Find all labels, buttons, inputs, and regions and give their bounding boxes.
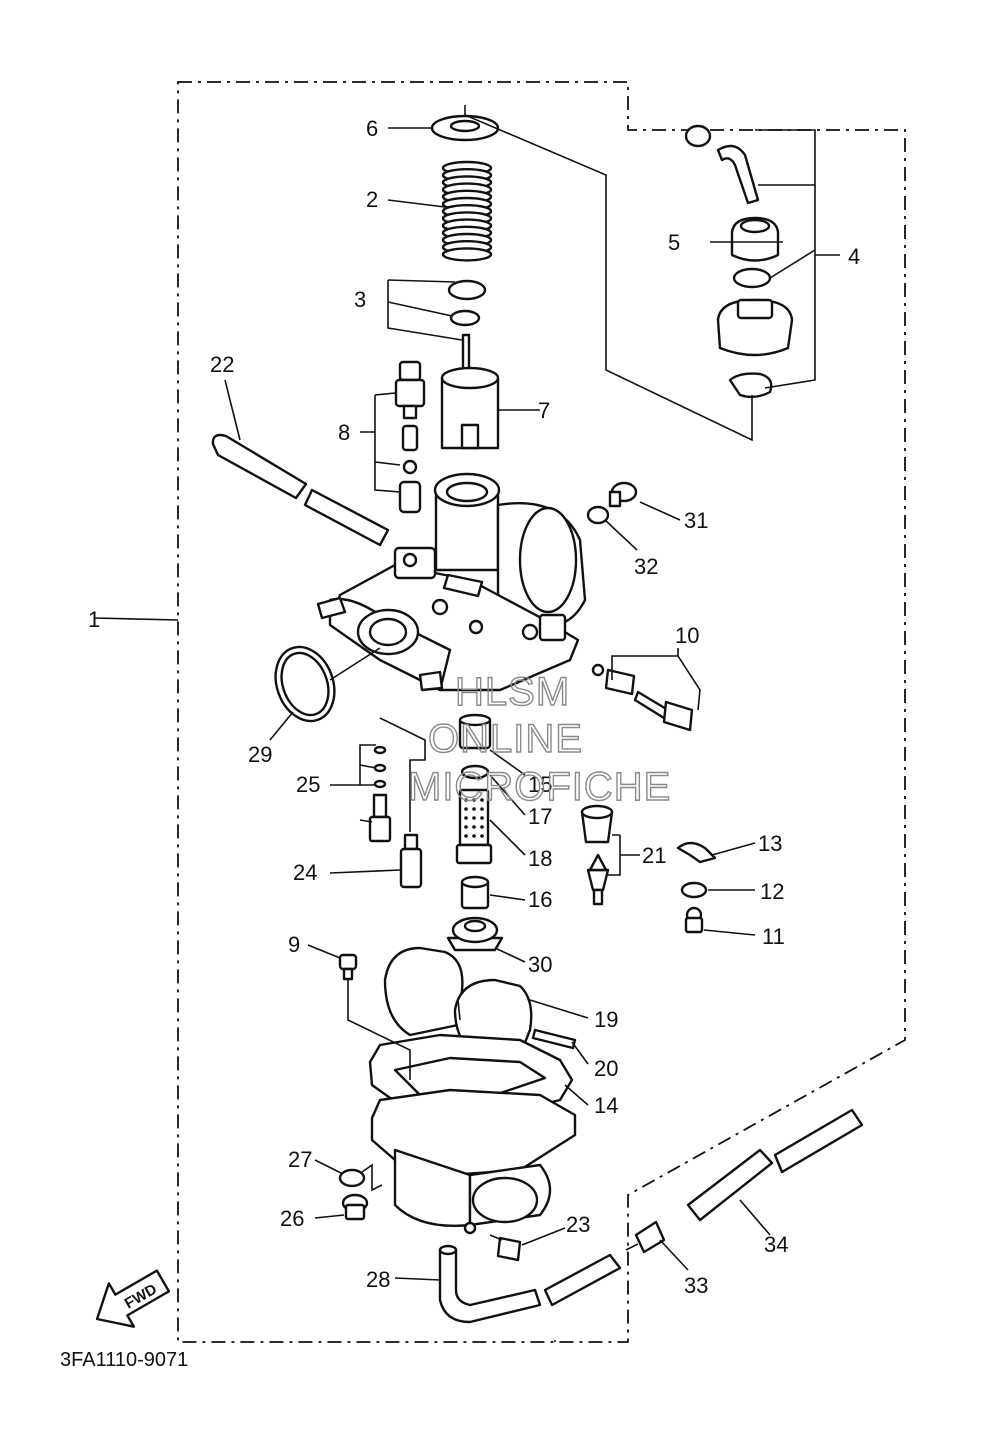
callout-34: 34: [764, 1232, 788, 1257]
part-2-spring: [441, 160, 493, 262]
fwd-arrow-icon: FWD: [95, 1269, 171, 1328]
callout-28: 28: [366, 1267, 390, 1292]
callout-23: 23: [566, 1212, 590, 1237]
part-5-cap: [730, 216, 780, 289]
callout-11: 11: [762, 924, 785, 949]
nozzle-hole: [480, 825, 484, 829]
callout-29: 29: [248, 742, 272, 767]
watermark-line-1: HLSM: [455, 670, 570, 714]
callout-10: 10: [675, 623, 699, 648]
callout-4: 4: [848, 244, 860, 269]
callout-22: 22: [210, 352, 234, 377]
callout-3: 3: [354, 287, 366, 312]
callout-16: 16: [528, 887, 552, 912]
part-27-gasket: [338, 1163, 383, 1192]
callout-2: 2: [366, 187, 378, 212]
nozzle-hole: [472, 816, 476, 820]
part-16-main-jet: [460, 875, 490, 910]
nozzle-hole: [464, 807, 468, 811]
part-30-float-valve-seat: [446, 916, 504, 952]
part-21-needle-valve: [580, 804, 614, 906]
leader-lines: [94, 105, 840, 1342]
nozzle-hole: [472, 798, 476, 802]
part-28-drain-hose: [438, 1244, 622, 1324]
nozzle-hole: [464, 825, 468, 829]
part-7-throttle-valve: [440, 333, 500, 450]
callout-24: 24: [293, 860, 317, 885]
callout-26: 26: [280, 1206, 304, 1231]
callout-27: 27: [288, 1147, 312, 1172]
part-17-o-ring: [460, 764, 490, 780]
part-23-screw: [489, 1234, 522, 1262]
nozzle-hole: [472, 834, 476, 838]
part-6-washer: [430, 114, 500, 142]
part-22-hose: [211, 433, 390, 547]
part-13-bracket: [676, 841, 717, 864]
callout-13: 13: [758, 831, 782, 856]
part-31-screw: [608, 481, 638, 508]
part-26-drain-screw: [341, 1193, 369, 1221]
callout-5: 5: [668, 230, 680, 255]
callout-21: 21: [642, 843, 666, 868]
part-34-hose: [686, 1108, 864, 1222]
callout-18: 18: [528, 846, 552, 871]
nozzle-hole: [464, 834, 468, 838]
part-3-clip: [447, 279, 487, 327]
callout-1: 1: [88, 607, 100, 632]
part-29-o-ring: [274, 645, 336, 723]
nozzle-hole: [480, 807, 484, 811]
nozzle-hole: [480, 816, 484, 820]
callout-7: 7: [538, 398, 550, 423]
callout-8: 8: [338, 420, 350, 445]
callout-9: 9: [288, 932, 300, 957]
callout-labels: 1 2 3 4 5 6 7 8 9 10 11 12 13 14 15 16 1…: [88, 116, 860, 1298]
float-chamber: [370, 1088, 577, 1235]
callout-14: 14: [594, 1093, 618, 1118]
nozzle-hole: [472, 825, 476, 829]
figure-code: 3FA1110-9071: [60, 1349, 188, 1371]
watermark: HLSM ONLINE MICROFICHE: [407, 669, 671, 809]
callout-33: 33: [684, 1273, 708, 1298]
nozzle-hole: [464, 816, 468, 820]
nozzle-hole: [480, 834, 484, 838]
part-4-cap-assembly: [684, 124, 794, 399]
nozzle-hole: [480, 798, 484, 802]
spring-coil: [441, 247, 493, 262]
watermark-line-3: MICROFICHE: [408, 765, 671, 809]
part-24-pilot-jet: [399, 833, 423, 889]
part-9-screw: [338, 953, 358, 981]
callout-6: 6: [366, 116, 378, 141]
callout-15: 15: [528, 772, 552, 797]
nozzle-hole: [464, 798, 468, 802]
nozzle-hole: [472, 807, 476, 811]
callout-17: 17: [528, 804, 552, 829]
carburetor-body: [316, 472, 587, 692]
part-20-float-pin: [531, 1028, 577, 1050]
part-32-washer: [586, 505, 610, 525]
callout-20: 20: [594, 1056, 618, 1081]
callout-25: 25: [296, 772, 320, 797]
part-12-washer: [680, 881, 708, 899]
callout-12: 12: [760, 879, 784, 904]
part-10-throttle-stop-screw: [591, 663, 694, 732]
part-8-pilot-screw: [394, 360, 426, 514]
part-33-fitting: [625, 1220, 666, 1254]
part-25-starter-plunger-set: [368, 745, 392, 843]
part-18-main-nozzle: [455, 788, 493, 865]
callout-19: 19: [594, 1007, 618, 1032]
assembly-boundary: [177, 81, 906, 1343]
callout-30: 30: [528, 952, 552, 977]
part-15-needle-jet: [458, 713, 492, 750]
watermark-line-2: ONLINE: [428, 717, 583, 761]
part-11-screw: [684, 906, 704, 934]
callout-32: 32: [634, 554, 658, 579]
callout-31: 31: [684, 508, 708, 533]
